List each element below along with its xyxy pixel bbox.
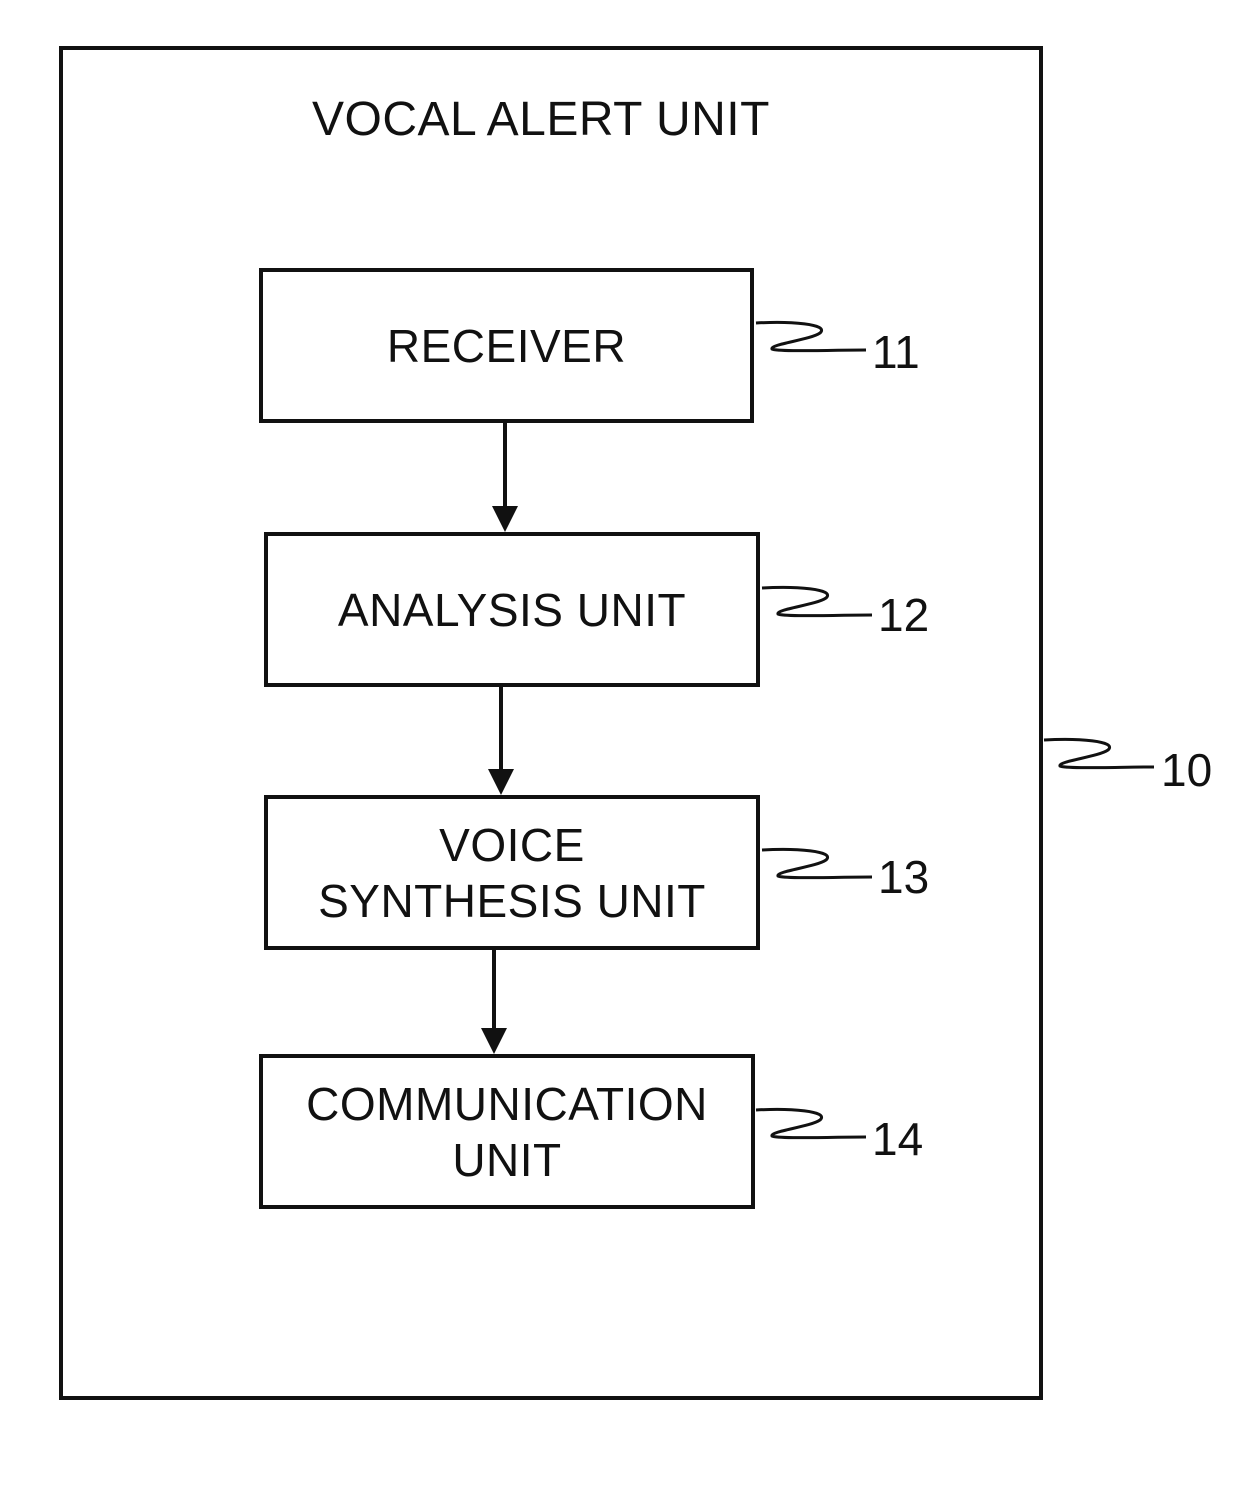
communication-unit-label-line-1: COMMUNICATION [306,1076,708,1132]
ref-numeral-receiver: 11 [872,325,920,379]
voice-synthesis-label-line-2: SYNTHESIS UNIT [318,873,706,929]
analysis-unit-label: ANALYSIS UNIT [338,582,686,638]
receiver-block: RECEIVER [259,268,754,423]
leader-line-10 [1044,739,1154,767]
voice-synthesis-label-line-1: VOICE [439,817,585,873]
vocal-alert-unit-title: VOCAL ALERT UNIT [312,92,770,147]
analysis-unit-block: ANALYSIS UNIT [264,532,760,687]
communication-unit-block: COMMUNICATION UNIT [259,1054,755,1209]
ref-numeral-voice-synthesis-unit: 13 [878,850,929,904]
receiver-label: RECEIVER [387,318,626,374]
ref-numeral-analysis-unit: 12 [878,588,929,642]
ref-numeral-communication-unit: 14 [872,1112,923,1166]
ref-numeral-vocal-alert-unit: 10 [1161,743,1212,797]
communication-unit-label-line-2: UNIT [452,1132,561,1188]
voice-synthesis-unit-block: VOICE SYNTHESIS UNIT [264,795,760,950]
